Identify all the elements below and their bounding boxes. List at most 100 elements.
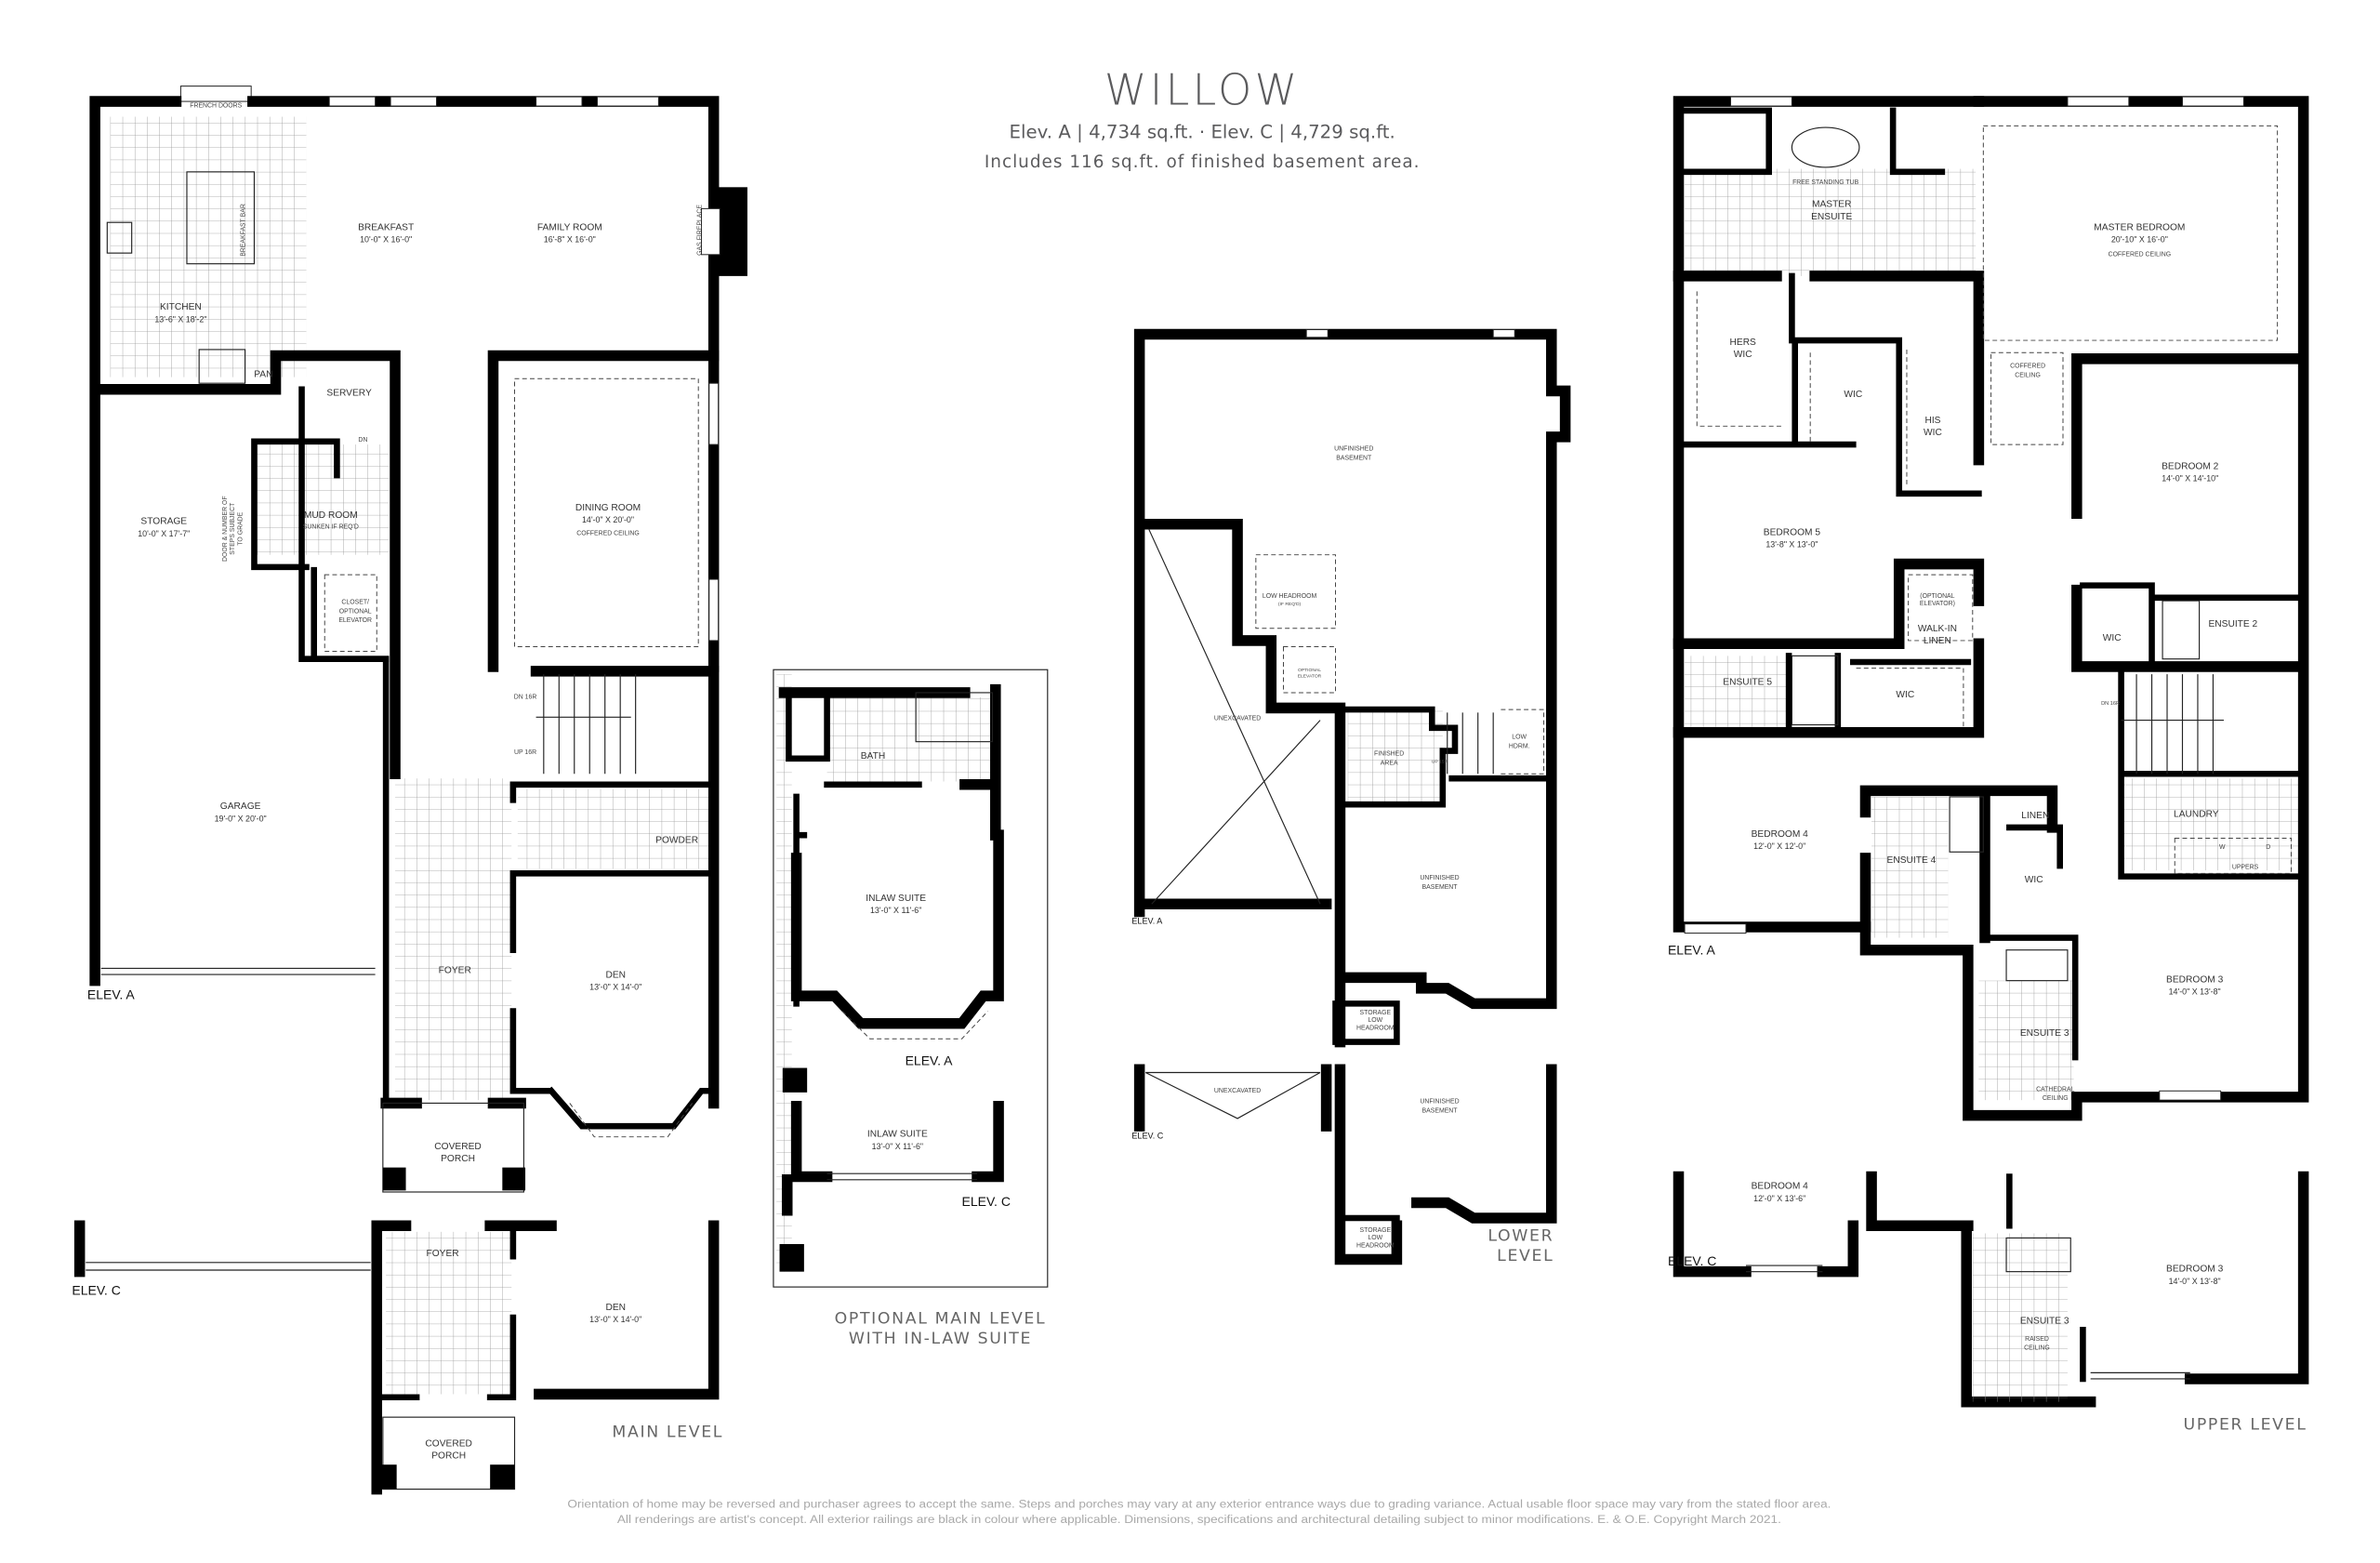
bedroom5-wic-label: WIC — [1896, 690, 1914, 700]
bedroom4-c-dims: 12'-0" X 13'-6" — [1753, 1194, 1805, 1203]
lower-stairs-up-label: UP 15R — [1432, 760, 1448, 765]
upper-elevator-label: (OPTIONAL — [1920, 593, 1954, 600]
bedroom2-name: BEDROOM 2 — [2162, 461, 2219, 471]
dining-room-name: DINING ROOM — [575, 503, 641, 513]
finished-area-label: AREA — [1381, 760, 1398, 766]
raised-ceiling-label: RAISED — [2025, 1336, 2049, 1343]
storage-low-c-label: HEADROOM — [1356, 1242, 1395, 1249]
french-doors-label: FRENCH DOORS — [190, 103, 242, 110]
unexcavated-c-label: UNEXCAVATED — [1214, 1088, 1261, 1094]
storage-dims: 10'-0" X 17'-7" — [138, 529, 190, 538]
ensuite3-c-label: ENSUITE 3 — [2020, 1317, 2069, 1327]
main-elev-c-label: ELEV. C — [72, 1282, 120, 1297]
lower-elev-c-label: ELEV. C — [1131, 1131, 1163, 1140]
unfinished-c-label: UNFINISHED — [1420, 1098, 1459, 1105]
washer-label: W — [2219, 844, 2226, 851]
garage-name: GARAGE — [220, 801, 261, 812]
bedroom5-name: BEDROOM 5 — [1764, 527, 1821, 537]
door-note: DOOR & NUMBER OF STEPS SUBJECT TO GRADE — [222, 496, 244, 562]
upper-level-plan — [1673, 96, 2309, 1408]
closet-label: OPTIONAL — [339, 608, 372, 615]
storage-low-label: HEADROOM — [1356, 1025, 1395, 1031]
kitchen-name: KITCHEN — [160, 302, 202, 312]
cathedral-ceiling-label: CATHEDRAL — [2036, 1086, 2074, 1093]
french-doors — [179, 86, 252, 102]
closet-label: CLOSET/ — [341, 599, 369, 605]
stairs-dn-label: DN 16R — [514, 695, 537, 701]
bedroom4-c-name: BEDROOM 4 — [1752, 1182, 1809, 1192]
ensuite5-label: ENSUITE 5 — [1723, 678, 1772, 688]
hers-wic-label: WIC — [1734, 350, 1752, 360]
den-c-dims: 13'-0" X 14'-0" — [589, 1315, 641, 1324]
main-level-label: MAIN LEVEL — [612, 1424, 723, 1442]
bedroom5-dims: 13'-8" X 13'-0" — [1765, 539, 1818, 549]
coffered-ceiling-label: CEILING — [2015, 373, 2041, 379]
basement-note: Includes 116 sq.ft. of finished basement… — [985, 152, 1421, 172]
storage-low-c-label: STORAGE — [1360, 1227, 1392, 1234]
lower-level-label: LEVEL — [1497, 1247, 1554, 1265]
storage-name: STORAGE — [140, 517, 187, 527]
upper-elev-a-label: ELEV. A — [1668, 943, 1716, 958]
main-elev-a-label: ELEV. A — [87, 987, 136, 1001]
powder-label: POWDER — [655, 835, 698, 845]
upper-elev-c-label: ELEV. C — [1668, 1253, 1716, 1268]
inlaw-suite-plan — [773, 669, 1049, 1288]
bedroom2-wic-label: WIC — [2103, 633, 2122, 643]
den-name: DEN — [605, 970, 626, 980]
bedroom4-name: BEDROOM 4 — [1752, 829, 1809, 840]
dining-room-note: COFFERED CEILING — [576, 530, 640, 536]
breakfast-name: BREAKFAST — [358, 222, 414, 232]
unexcavated-label: UNEXCAVATED — [1214, 716, 1261, 722]
inlaw-suite-c-dims: 13'-0" X 11'-6" — [872, 1142, 923, 1151]
linen-label: LINEN — [2021, 811, 2049, 821]
unfinished-c-label: BASEMENT — [1422, 1107, 1459, 1114]
kitchen-dims: 13'-6" X 18'-2" — [154, 314, 206, 324]
family-room-name: FAMILY ROOM — [537, 222, 602, 232]
foyer-c-label: FOYER — [427, 1249, 459, 1259]
finished-area-label: FINISHED — [1374, 750, 1404, 757]
garage-dims: 19'-0" X 20'-0" — [215, 814, 267, 823]
servery-dn-label: DN — [358, 437, 367, 444]
lower-level-label: LOWER — [1488, 1227, 1554, 1246]
den-dims: 13'-0" X 14'-0" — [589, 983, 641, 992]
master-ensuite-label: ENSUITE — [1811, 212, 1852, 222]
bedroom3-name: BEDROOM 3 — [2166, 974, 2224, 985]
main-level-elev-a — [89, 86, 747, 1193]
walk-in-linen-label: LINEN — [1924, 636, 1951, 646]
hers-wic-label: HERS — [1730, 338, 1757, 348]
door-note-line: DOOR & NUMBER OF — [222, 496, 229, 562]
inlaw-suite-name: INLAW SUITE — [866, 894, 926, 904]
disclaimer-line-1: Orientation of home may be reversed and … — [567, 1497, 1831, 1510]
master-ensuite-label: MASTER — [1812, 200, 1852, 210]
stairs-up-label: UP 16R — [514, 749, 536, 756]
ensuite4-label: ENSUITE 4 — [1887, 855, 1937, 866]
bedroom2-dims: 14'-0" X 14'-10" — [2162, 474, 2218, 483]
upper-elevator-label: ELEVATOR) — [1920, 601, 1955, 607]
pan-label: PAN — [254, 370, 272, 380]
unfinished-basement-label: UNFINISHED — [1334, 446, 1373, 453]
raised-ceiling-label: CEILING — [2024, 1345, 2050, 1352]
foyer-label: FOYER — [439, 965, 471, 975]
free-standing-tub-label: FREE STANDING TUB — [1792, 179, 1859, 186]
disclaimer-line-2: All renderings are artist's concept. All… — [617, 1513, 1781, 1526]
master-bedroom-name: MASTER BEDROOM — [2094, 222, 2185, 232]
cathedral-ceiling-label: CEILING — [2043, 1095, 2069, 1102]
low-headroom-label: LOW HEADROOM — [1263, 593, 1317, 600]
breakfast-dims: 10'-0" X 16'-0" — [360, 235, 412, 245]
uppers-label: UPPERS — [2232, 864, 2259, 870]
walk-in-linen-label: WALK-IN — [1918, 624, 1957, 634]
breakfast-bar-label: BREAKFAST BAR — [241, 204, 247, 257]
plan-areas: Elev. A | 4,734 sq.ft. · Elev. C | 4,729… — [1010, 122, 1395, 143]
unfinished-basement-2-label: BASEMENT — [1422, 884, 1459, 891]
servery-label: SERVERY — [326, 388, 372, 398]
inlaw-bath-label: BATH — [861, 751, 885, 762]
door-note-line: TO GRADE — [237, 511, 244, 545]
inlaw-elev-c-label: ELEV. C — [962, 1194, 1011, 1209]
inlaw-elev-a-label: ELEV. A — [906, 1053, 954, 1067]
his-wic-label: WIC — [1924, 428, 1942, 438]
bedroom3-c-name: BEDROOM 3 — [2166, 1265, 2224, 1275]
master-bedroom-dims: 20'-10" X 16'-0" — [2111, 235, 2168, 245]
inlaw-suite-dims: 13'-0" X 11'-6" — [870, 906, 921, 915]
door-note-line: STEPS SUBJECT — [230, 502, 236, 555]
